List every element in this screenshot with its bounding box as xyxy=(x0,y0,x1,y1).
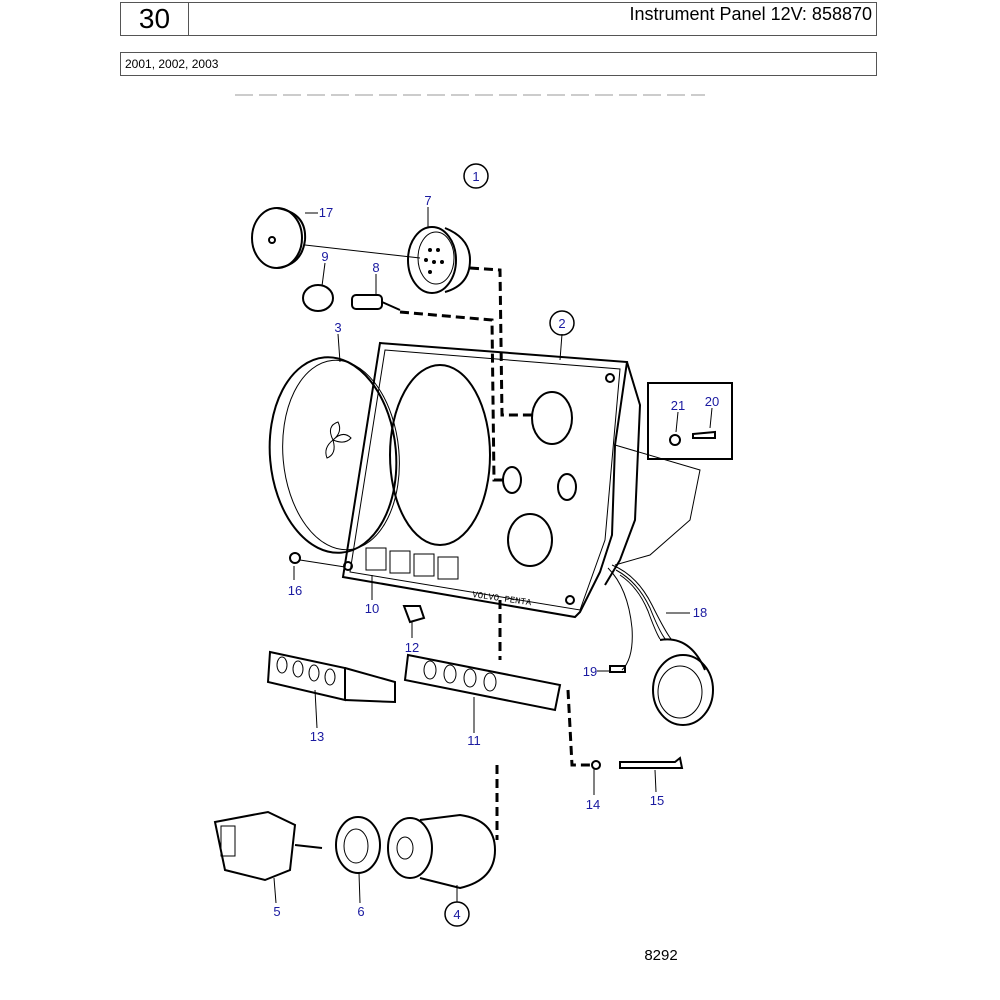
switch-12 xyxy=(402,605,426,624)
inset-box xyxy=(647,382,733,460)
callout-9: 9 xyxy=(321,249,328,264)
callout-label: 4 xyxy=(453,907,460,922)
callout-label: 1 xyxy=(472,169,479,184)
callout-21: 21 xyxy=(671,398,685,413)
gauge-cover xyxy=(268,356,400,554)
key-ring-nut xyxy=(335,816,381,874)
cable-harness xyxy=(607,564,714,726)
callout-1: 1 xyxy=(463,163,489,189)
callout-5: 5 xyxy=(273,904,280,919)
bracket-13 xyxy=(266,650,396,704)
screw-16 xyxy=(289,552,301,564)
callout-10: 10 xyxy=(365,601,379,616)
callout-label: 2 xyxy=(558,316,565,331)
ignition-switch xyxy=(387,813,497,890)
section-number: 30 xyxy=(121,3,189,35)
warning-lamp-block xyxy=(365,547,459,580)
assembly-line xyxy=(399,310,503,482)
lamp-strip-11 xyxy=(403,653,562,712)
callout-4: 4 xyxy=(444,901,470,927)
callout-17: 17 xyxy=(319,205,333,220)
model-years: 2001, 2002, 2003 xyxy=(120,52,877,76)
callout-7: 7 xyxy=(424,193,431,208)
panel-brand-text: VOLVO PENTA xyxy=(472,590,533,608)
washer-14 xyxy=(591,760,601,770)
ignition-key xyxy=(213,810,323,882)
header-bar: 30 Instrument Panel 12V: 858870 xyxy=(120,2,877,36)
callout-13: 13 xyxy=(310,729,324,744)
instrument-panel-plate: VOLVO PENTA xyxy=(341,341,701,619)
buzzer-cap xyxy=(251,207,307,269)
lamp-cap xyxy=(302,284,334,312)
bolt-15 xyxy=(619,756,684,769)
callout-6: 6 xyxy=(357,904,364,919)
callout-8: 8 xyxy=(372,260,379,275)
callout-3: 3 xyxy=(334,320,341,335)
assembly-line xyxy=(469,266,532,417)
callout-18: 18 xyxy=(693,605,707,620)
callout-15: 15 xyxy=(650,793,664,808)
leader-lines xyxy=(273,207,713,904)
callout-12: 12 xyxy=(405,640,419,655)
callout-20: 20 xyxy=(705,394,719,409)
callout-11: 11 xyxy=(467,733,481,748)
cable-terminal xyxy=(609,665,626,673)
callout-2: 2 xyxy=(549,310,575,336)
callout-16: 16 xyxy=(288,583,302,598)
page-title: Instrument Panel 12V: 858870 xyxy=(629,4,873,24)
drawing-number: 8292 xyxy=(644,947,677,964)
assembly-line xyxy=(299,559,346,568)
lamp-holder xyxy=(351,294,401,311)
assembly-line xyxy=(566,689,590,767)
connector-socket xyxy=(407,226,472,294)
assembly-line xyxy=(304,244,421,259)
callout-14: 14 xyxy=(586,797,600,812)
callout-19: 19 xyxy=(583,664,597,679)
